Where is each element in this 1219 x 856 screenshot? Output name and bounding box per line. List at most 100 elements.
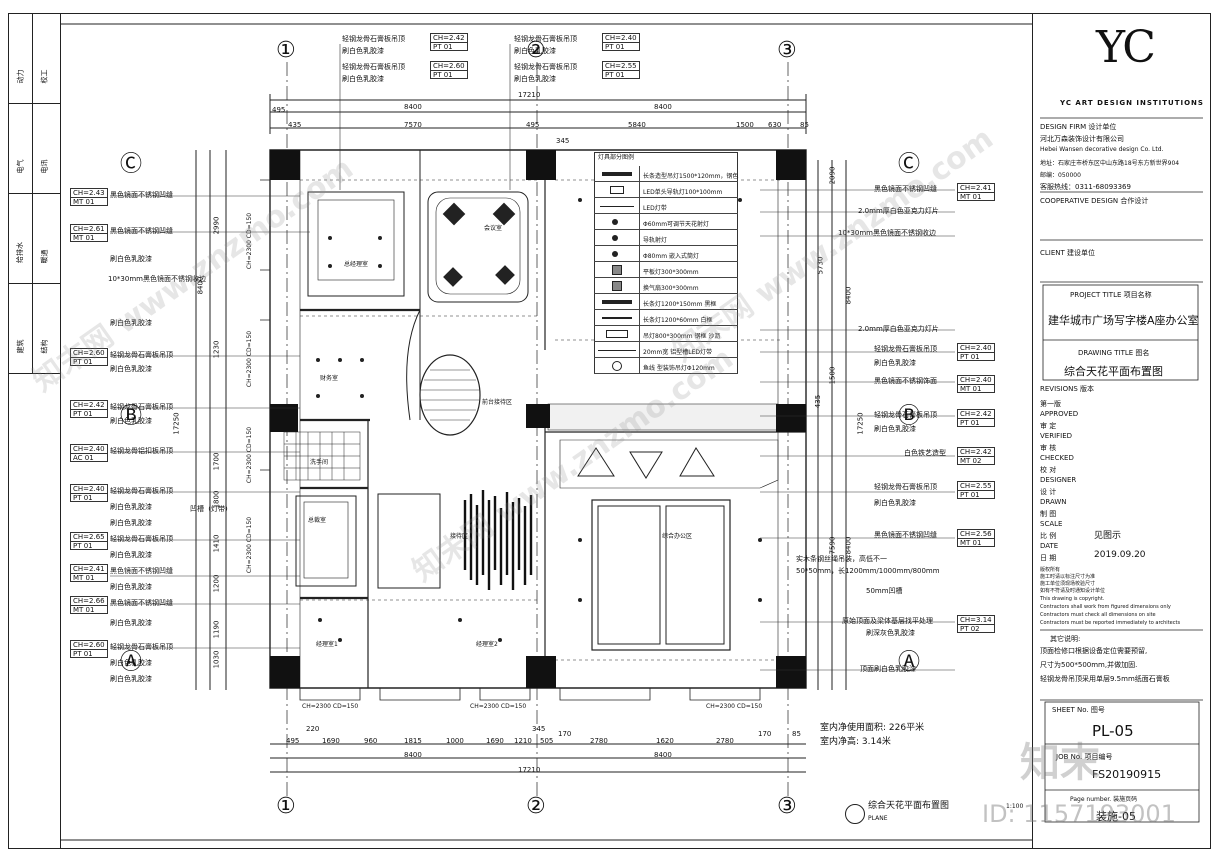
grid-bubble-side: Ⓐ (120, 650, 143, 675)
legend-label: 长条灯1200*60mm 白框 (643, 317, 713, 324)
annotation-text: 黑色镜面不锈钢饰面 (874, 377, 937, 385)
height-text: 室内净高: 3.14米 (820, 737, 891, 747)
annotation-text: 轻钢龙骨石膏板吊顶 (874, 411, 937, 419)
material-code: PT 01 (73, 650, 93, 658)
dim: 1815 (404, 737, 422, 745)
annotation-text: 实木条钢丝绳吊装，高低不一 (796, 555, 887, 563)
room-label: 接待区 (450, 533, 469, 540)
room-label: 前台接待区 (482, 399, 513, 406)
page-number-label: Page number. 装施页码 (1070, 796, 1138, 803)
annotation-text: 刷深灰色乳胶漆 (866, 629, 915, 637)
legend-symbol-icon (594, 246, 640, 262)
legend-label: 20mm宽 铝型槽LED灯带 (643, 349, 712, 356)
material-code: PT 02 (960, 625, 980, 633)
legend-item: 平板灯300*300mm (594, 262, 738, 278)
dim: 85 (800, 121, 809, 129)
dim: 17250 (856, 412, 865, 435)
revisions-label: REVISIONS 版本 (1040, 385, 1095, 393)
scale-cn: 比 例 (1040, 532, 1057, 540)
legend-symbol-icon (594, 214, 640, 230)
dim: 1030 (212, 650, 221, 669)
legend-symbol-icon (594, 182, 640, 198)
legend-label: Φ80mm 嵌入式筒灯 (643, 253, 699, 260)
ceiling-height: CH=2.60 (71, 641, 107, 650)
material-code: MT 01 (73, 606, 95, 614)
dim: 1500 (736, 121, 754, 129)
legend-symbol-icon (594, 326, 640, 342)
annotation-text: 凹槽（灯带） (190, 505, 232, 513)
drawn-label: DRAWN (1040, 498, 1067, 506)
annotation-text: 刷白色乳胶漆 (342, 75, 384, 83)
other-notes-title: 其它说明: (1050, 635, 1081, 643)
firm-name-cn: 河北万森装饰设计有限公司 (1040, 135, 1124, 143)
dim: 5840 (628, 121, 646, 129)
annotation-text: 刷白色乳胶漆 (874, 425, 916, 433)
annotation-text: 10*30mm黑色镜面不锈钢收边 (108, 275, 206, 283)
grid-bubble-side: Ⓑ (898, 404, 921, 429)
material-code: PT 01 (73, 542, 93, 550)
material-code: MT 01 (960, 193, 982, 201)
annotation-text: 轻钢龙骨石膏板吊顶 (342, 63, 405, 71)
wall-ch-tag: CH=2300 CD=150 (706, 703, 763, 710)
legend-glyph (612, 361, 622, 371)
legend-symbol-icon (594, 230, 640, 246)
dim: 1000 (446, 737, 464, 745)
annotation-text: 刷白色乳胶漆 (874, 499, 916, 507)
material-code: MT 01 (960, 385, 982, 393)
dim: 435 (814, 394, 823, 409)
sheet-no: PL-05 (1092, 722, 1134, 740)
drawn-cn: 制 图 (1040, 510, 1057, 518)
scale-mark: 1:100 (1006, 803, 1024, 810)
dim: 495 (286, 737, 300, 745)
dim: 960 (364, 737, 378, 745)
legend-symbol-icon (594, 166, 640, 182)
annotation-text: 黑色镜面不锈钢凹缝 (110, 599, 173, 607)
ceiling-height: CH=2.56 (958, 530, 994, 539)
material-code: PT 01 (73, 410, 93, 418)
legend-symbol-icon (594, 262, 640, 278)
grid-bubble-bottom: ③ (777, 794, 797, 819)
client-label: CLIENT 建设单位 (1040, 249, 1096, 257)
ceiling-height: CH=2.40 (958, 344, 994, 353)
page-number: 装施-05 (1096, 810, 1136, 823)
annotation-text: 轻钢龙骨石膏板吊顶 (110, 487, 173, 495)
material-code: AC 01 (73, 454, 94, 462)
ceiling-height: CH=2.60 (71, 349, 107, 358)
dim: 17250 (172, 412, 181, 435)
date-value: 2019.09.20 (1094, 550, 1146, 560)
annotation-text: 刷白色乳胶漆 (110, 659, 152, 667)
dim: 8400 (404, 751, 422, 759)
material-code: PT 01 (73, 358, 93, 366)
area-text: 室内净使用面积: 226平米 (820, 723, 925, 733)
legend-glyph (598, 350, 636, 351)
legend-item: 长条灯1200*150mm 黑框 (594, 294, 738, 310)
annotation-text: 黑色镜面不锈钢凹缝 (110, 567, 173, 575)
annotation-text: 刷白色乳胶漆 (110, 675, 152, 683)
legend-symbol-icon (594, 278, 640, 294)
ceiling-height: CH=2.41 (958, 184, 994, 193)
designer-cn: 设 计 (1040, 488, 1057, 496)
annotation-text: 刷白色乳胶漆 (110, 319, 152, 327)
material-code: PT 01 (73, 494, 93, 502)
annotation-text: 轻钢龙骨铝扣板吊顶 (110, 447, 173, 455)
scale-value: 见图示 (1094, 531, 1122, 541)
firm-phone: 客服热线：0311-68093369 (1040, 183, 1131, 191)
legend-glyph (606, 330, 628, 338)
annotation-text: 黑色镜面不锈钢凹缝 (874, 185, 937, 193)
dim: 435 (288, 121, 302, 129)
legend-item: 鱼线 型装饰吊灯Φ120mm (594, 358, 738, 374)
grid-bubble-top: ① (276, 38, 296, 63)
material-code: MT 01 (73, 574, 95, 582)
dim: 2990 (212, 216, 221, 235)
discipline-strip: 动力 校工 电气 电讯 给排水 暖通 建筑 结构 (8, 13, 60, 849)
annotation-text: 轻钢龙骨石膏板吊顶 (342, 35, 405, 43)
ceiling-height: CH=2.66 (71, 597, 107, 606)
annotation-text: 2.0mm厚白色亚克力灯片 (858, 325, 939, 333)
material-code: MT 01 (960, 539, 982, 547)
dim: 170 (758, 730, 772, 738)
annotation-text: 刷白色乳胶漆 (874, 359, 916, 367)
